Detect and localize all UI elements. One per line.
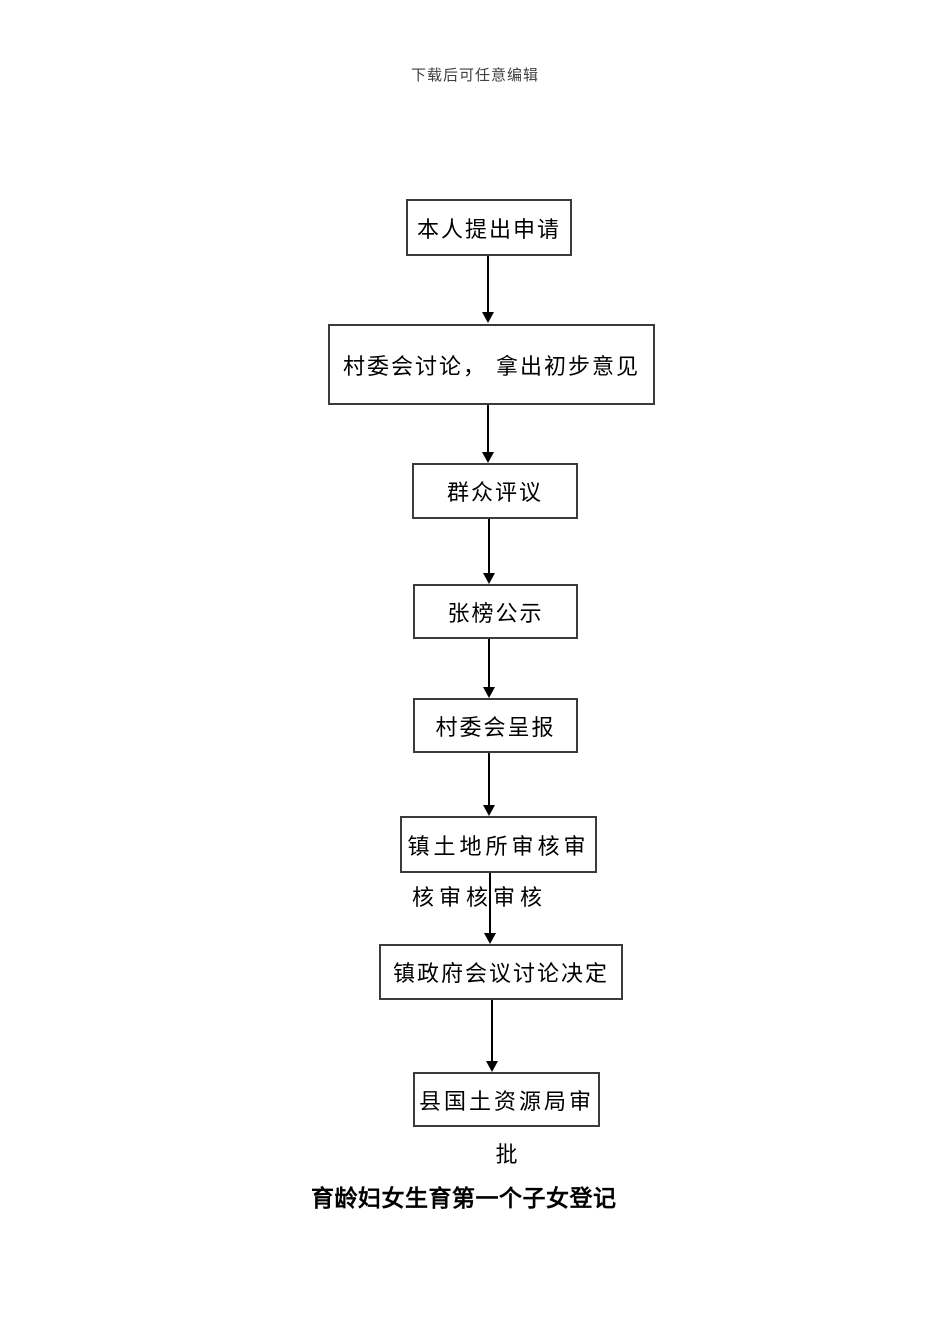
flow-step-box-village-discussion: 村委会讨论， 拿出初步意见 [328, 324, 655, 405]
arrow-head-icon [482, 312, 494, 323]
arrow-line [488, 519, 490, 573]
flow-step-label: 群众评议 [446, 481, 543, 506]
arrow-line [489, 873, 491, 933]
arrow-head-icon [483, 805, 495, 816]
flow-step-label: 镇政府会议讨论决定 [392, 962, 609, 987]
flow-step-box-town-land-office: 镇土地所审核审 [400, 816, 597, 873]
flow-step-label: 村委会呈报 [435, 715, 556, 741]
flow-step-box-county-land-bureau: 县国土资源局审 [413, 1072, 600, 1127]
arrow-line [487, 405, 489, 452]
arrow-down-icon [484, 873, 496, 944]
arrow-line [488, 639, 490, 687]
header-note: 下载后可任意编辑 [410, 66, 539, 84]
flow-step-box-apply: 本人提出申请 [406, 199, 572, 256]
arrow-down-icon [486, 1000, 498, 1072]
arrow-head-icon [484, 933, 496, 944]
arrow-down-icon [483, 639, 495, 698]
arrow-head-icon [482, 452, 494, 463]
arrow-head-icon [483, 687, 495, 698]
arrow-down-icon [483, 753, 495, 816]
flow-step-label: 本人提出申请 [416, 217, 561, 243]
arrow-line [487, 256, 489, 312]
flow-step-box-town-gov-decision: 镇政府会议讨论决定 [379, 944, 623, 1000]
flow-step-label: 村委会讨论， 拿出初步意见 [343, 354, 640, 380]
arrow-down-icon [482, 405, 494, 463]
arrow-down-icon [483, 519, 495, 584]
flow-step-box-public-review: 群众评议 [412, 463, 578, 519]
flow-step-box-public-notice: 张榜公示 [413, 584, 578, 639]
arrow-head-icon [483, 573, 495, 584]
arrow-line [488, 753, 490, 805]
flow-step-label: 镇土地所审核审 [407, 834, 590, 860]
page-title: 育龄妇女生育第一个子女登记 [311, 1186, 617, 1212]
flow-step-box-village-report: 村委会呈报 [413, 698, 578, 753]
arrow-down-icon [482, 256, 494, 323]
flow-step-overflow-text: 核审核审核 [412, 886, 548, 911]
flow-step-label: 张榜公示 [447, 601, 544, 627]
arrow-head-icon [486, 1061, 498, 1072]
arrow-line [491, 1000, 493, 1061]
flow-step-overflow-text: 批 [495, 1143, 518, 1168]
flow-step-label: 县国土资源局审 [418, 1089, 594, 1115]
